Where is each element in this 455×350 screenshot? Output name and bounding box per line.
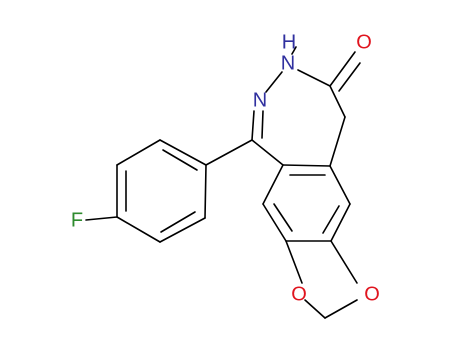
bond bbox=[262, 203, 287, 242]
bond bbox=[251, 110, 255, 141]
bond bbox=[322, 205, 340, 234]
dioxole-oxygen-right-label: O bbox=[364, 283, 380, 305]
bond bbox=[265, 71, 283, 93]
bond bbox=[282, 164, 331, 167]
carbonyl-oxygen-label: O bbox=[356, 31, 372, 53]
bond bbox=[324, 299, 358, 319]
bond bbox=[273, 203, 293, 232]
fluorine-label: F bbox=[71, 209, 83, 231]
bond bbox=[329, 51, 356, 87]
bonds bbox=[85, 46, 361, 319]
bond bbox=[159, 139, 207, 166]
bond bbox=[261, 110, 264, 139]
bond bbox=[251, 139, 284, 166]
amide-nitrogen-label: N bbox=[281, 52, 295, 74]
dioxole-oxygen-left-label: O bbox=[291, 283, 307, 305]
bond bbox=[85, 216, 118, 221]
bond bbox=[116, 216, 161, 243]
bond bbox=[330, 240, 358, 284]
imine-nitrogen-label: N bbox=[253, 89, 267, 111]
bond bbox=[205, 139, 253, 166]
bond bbox=[329, 85, 346, 118]
bond bbox=[285, 240, 303, 284]
bond bbox=[262, 164, 284, 205]
bond bbox=[297, 69, 331, 87]
bond bbox=[329, 165, 351, 205]
amide-hydrogen-label: H bbox=[282, 31, 296, 53]
bond bbox=[162, 149, 198, 171]
bond bbox=[204, 164, 207, 219]
bond bbox=[116, 139, 161, 166]
bond bbox=[291, 46, 297, 55]
atom-labels: F N N H O O O bbox=[71, 31, 380, 305]
bond bbox=[329, 116, 346, 167]
bond bbox=[330, 203, 351, 242]
bond bbox=[304, 299, 326, 319]
bond bbox=[338, 62, 361, 92]
bond bbox=[160, 211, 196, 233]
bond bbox=[159, 217, 206, 243]
